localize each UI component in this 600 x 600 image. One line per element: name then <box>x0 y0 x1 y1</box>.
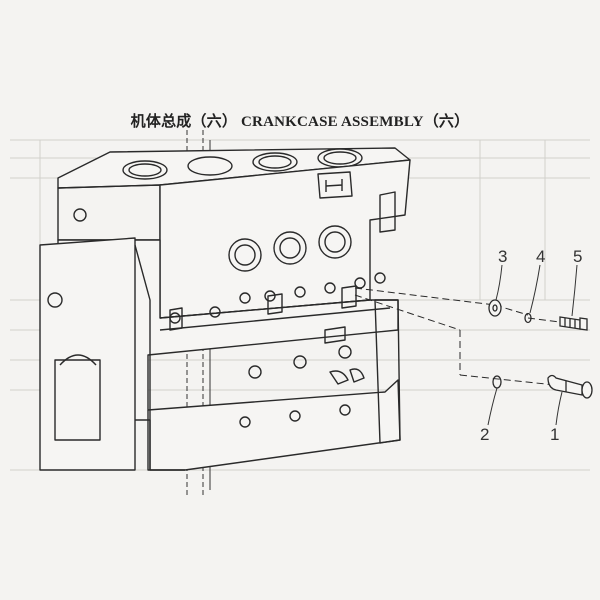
callout-2: 2 <box>480 425 489 444</box>
engine-block <box>39 147 411 471</box>
part-bolt-5 <box>559 316 588 331</box>
page-title: 机体总成（六） CRANKCASE ASSEMBLY（六） <box>130 114 470 130</box>
callout-3: 3 <box>498 247 507 266</box>
callout-leaders <box>487 264 578 426</box>
part-oil-pipe-1 <box>547 374 593 399</box>
part-oring-4 <box>524 312 532 324</box>
part-washer-3 <box>488 299 502 317</box>
part-washer-2 <box>492 375 502 389</box>
callout-1: 1 <box>550 425 559 444</box>
block-bosses <box>169 272 386 428</box>
callout-4: 4 <box>536 247 545 266</box>
callout-5: 5 <box>573 247 582 266</box>
